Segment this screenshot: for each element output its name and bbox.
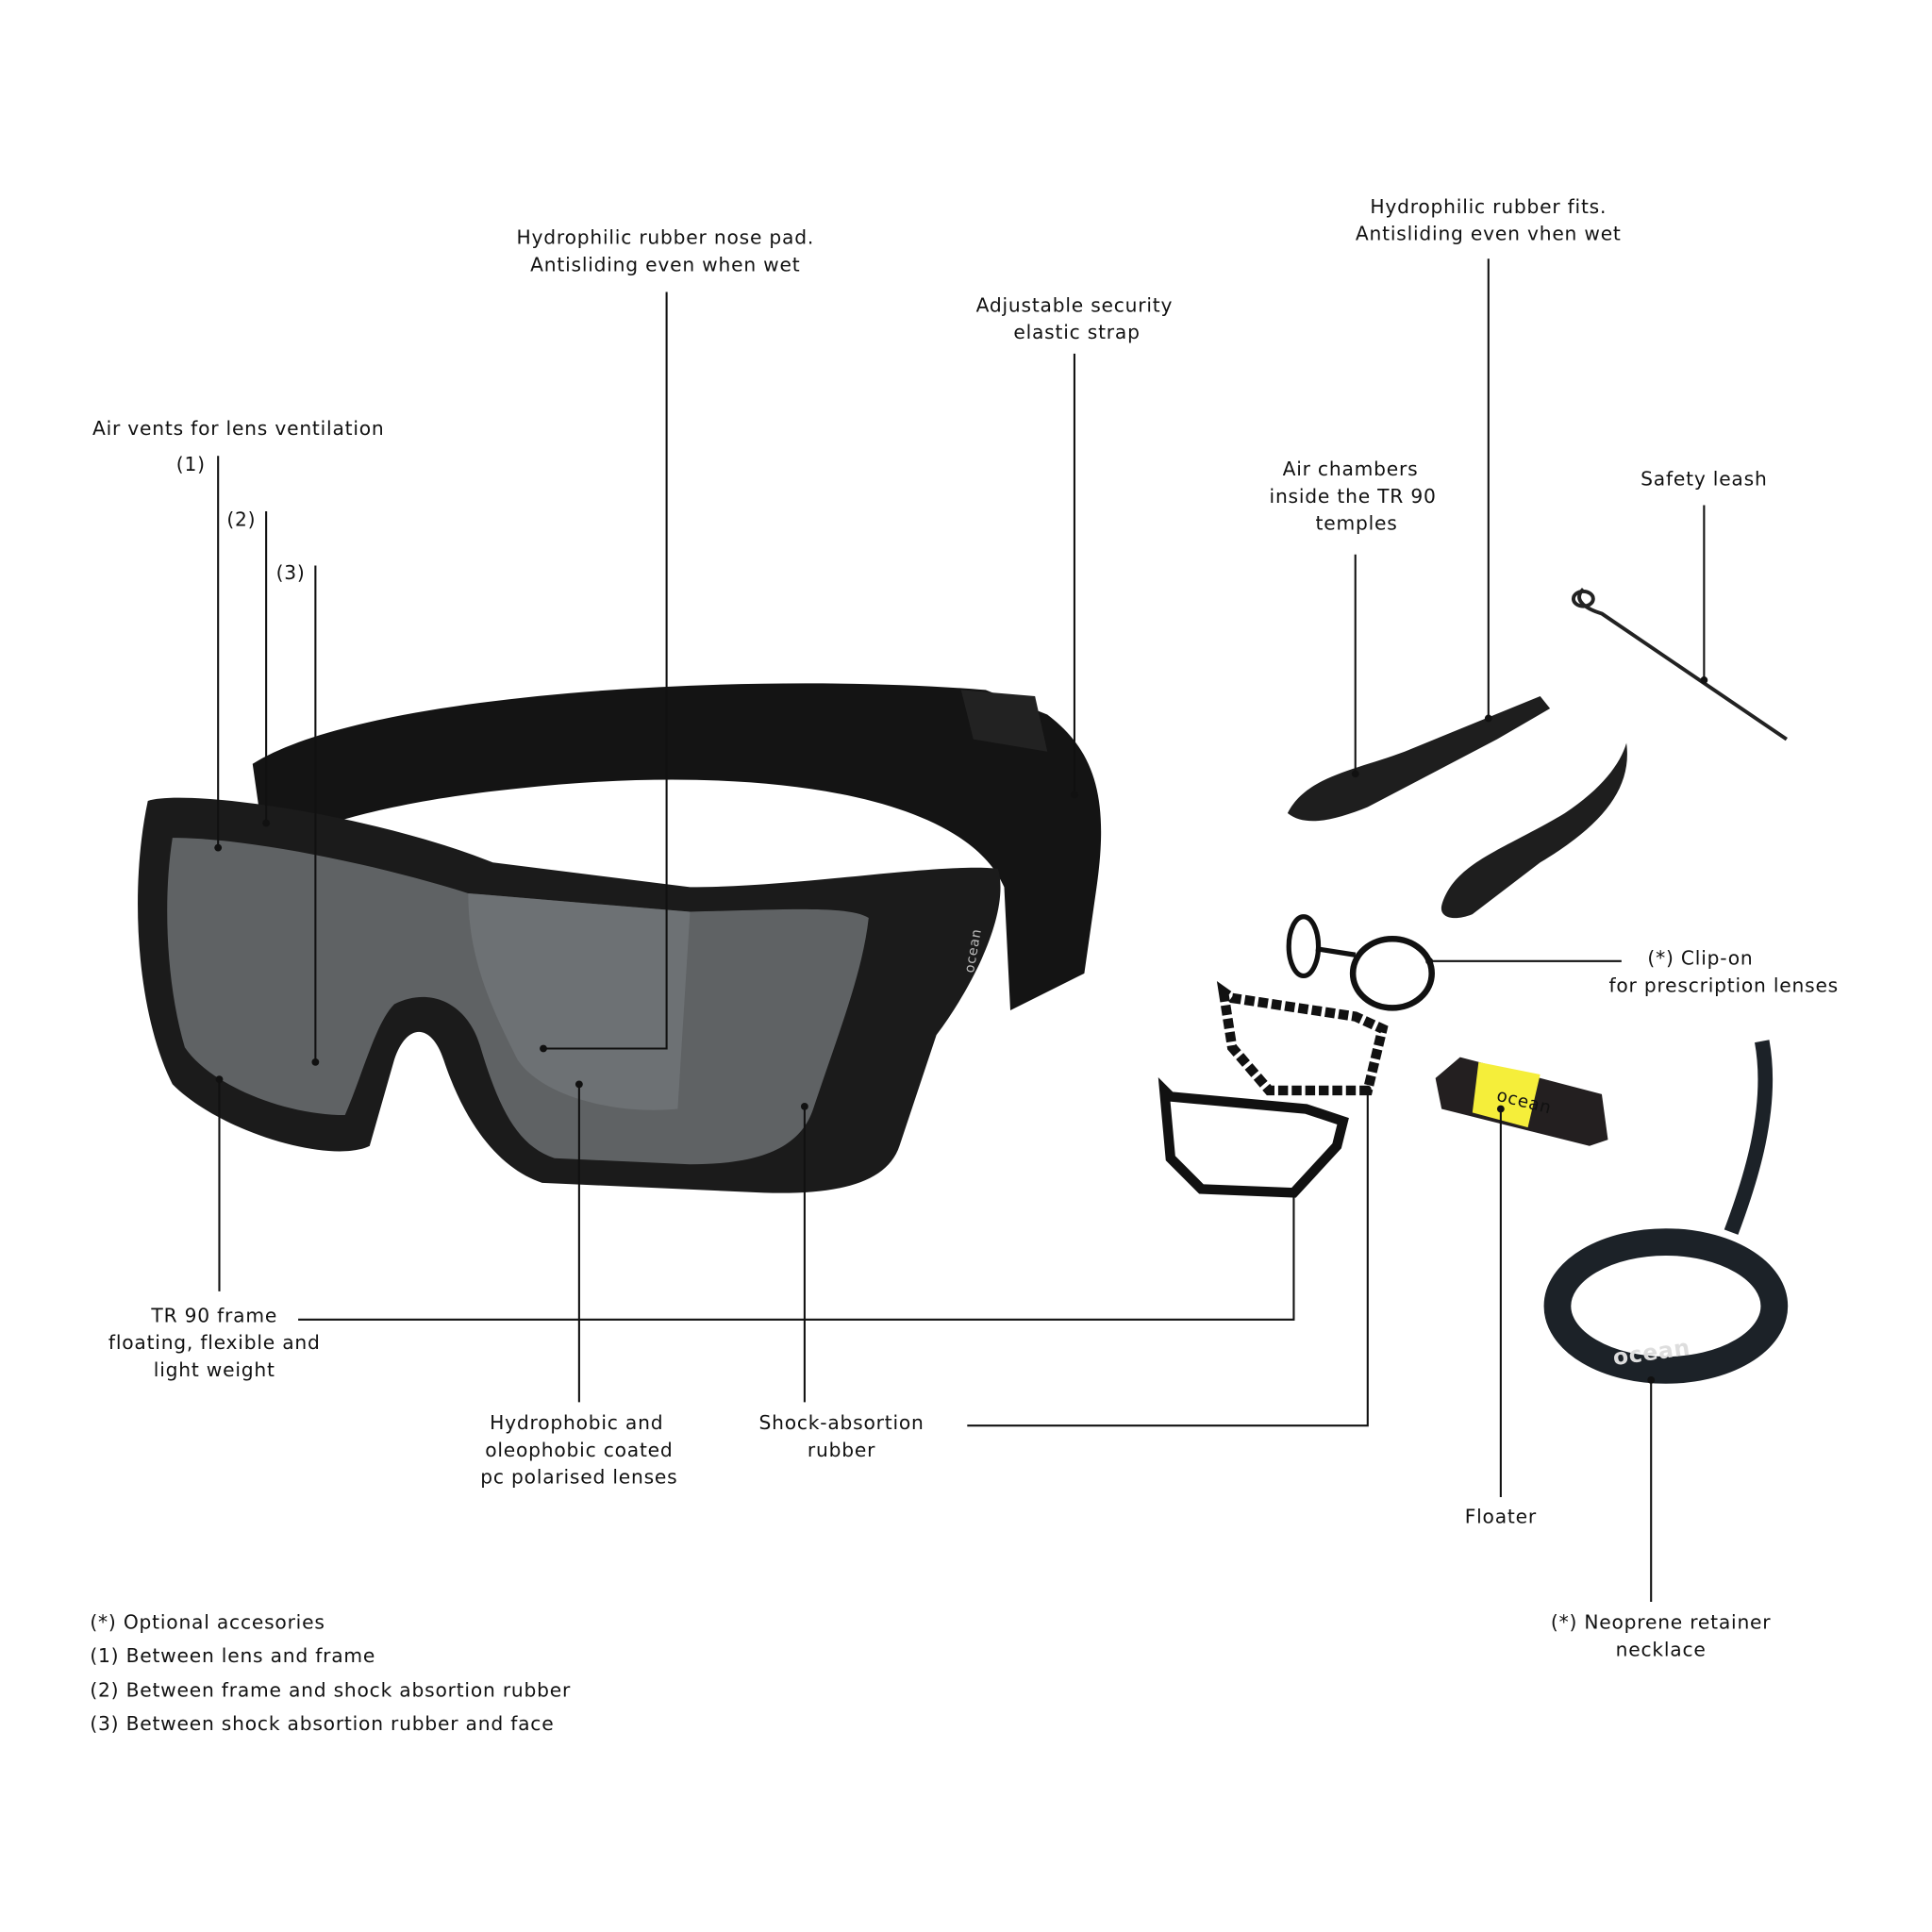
- leader-lines: [214, 258, 1708, 1602]
- floater-illustration: ocean: [1435, 1057, 1608, 1146]
- footnote: (2) Between frame and shock absortion ru…: [90, 1679, 571, 1702]
- frame-illustration: [1158, 1077, 1349, 1198]
- label-shock-rubber: Shock-absortion rubber: [758, 1411, 924, 1461]
- label-clip-on: (*) Clip-on for prescription lenses: [1608, 947, 1839, 997]
- label-line: rubber: [808, 1439, 875, 1461]
- shock-rubber-illustration: [1216, 980, 1389, 1096]
- necklace-illustration: ocean: [1543, 1040, 1789, 1384]
- label-lenses: Hydrophobic and oleophobic coated pc pol…: [480, 1411, 677, 1489]
- label-line: Shock-absortion: [758, 1411, 924, 1434]
- label-strap: Adjustable security elastic strap: [976, 293, 1174, 343]
- label-line: Antisliding even vhen wet: [1356, 223, 1622, 245]
- label-necklace: (*) Neoprene retainer necklace: [1551, 1611, 1772, 1661]
- label-line: necklace: [1616, 1638, 1707, 1660]
- clip-on-illustration: [1286, 914, 1435, 1011]
- label-line: inside the TR 90: [1270, 485, 1437, 508]
- footnote: (1) Between lens and frame: [90, 1644, 375, 1667]
- label-line: Hydrophilic rubber fits.: [1370, 195, 1607, 218]
- temples-illustration: [1287, 695, 1627, 919]
- label-vent-1: (1): [176, 453, 206, 475]
- label-tr90-frame: TR 90 frame floating, flexible and light…: [108, 1304, 321, 1381]
- label-line: pc polarised lenses: [480, 1466, 677, 1489]
- label-line: Antisliding even when wet: [530, 253, 800, 275]
- label-air-chambers: Air chambers inside the TR 90 temples: [1270, 458, 1437, 535]
- footnotes: (*) Optional accesories (1) Between lens…: [90, 1611, 571, 1735]
- label-line: Hydrophobic and: [490, 1411, 663, 1434]
- label-air-vents: Air vents for lens ventilation: [92, 417, 385, 440]
- label-line: Hydrophilic rubber nose pad.: [517, 226, 815, 249]
- label-line: light weight: [154, 1358, 275, 1381]
- label-line: oleophobic coated: [485, 1439, 673, 1461]
- label-line: temples: [1316, 512, 1398, 535]
- label-nose-pad: Hydrophilic rubber nose pad. Antisliding…: [517, 226, 815, 276]
- label-line: floating, flexible and: [108, 1331, 321, 1354]
- label-line: Adjustable security: [976, 293, 1174, 316]
- label-line: (*) Clip-on: [1647, 947, 1753, 970]
- label-line: elastic strap: [1013, 321, 1140, 343]
- label-floater: Floater: [1465, 1505, 1537, 1527]
- label-rubber-fits: Hydrophilic rubber fits. Antisliding eve…: [1356, 195, 1622, 245]
- label-line: TR 90 frame: [150, 1304, 277, 1326]
- label-line: for prescription lenses: [1608, 974, 1839, 996]
- label-vent-2: (2): [226, 508, 256, 531]
- label-safety-leash: Safety leash: [1641, 468, 1767, 491]
- safety-leash-illustration: [1571, 587, 1788, 741]
- footnote: (*) Optional accesories: [90, 1611, 325, 1634]
- goggles-illustration: ocean: [138, 683, 1102, 1193]
- label-vent-3: (3): [276, 561, 306, 584]
- label-line: Air chambers: [1283, 458, 1419, 480]
- footnote: (3) Between shock absortion rubber and f…: [90, 1712, 554, 1735]
- label-line: (*) Neoprene retainer: [1551, 1611, 1772, 1634]
